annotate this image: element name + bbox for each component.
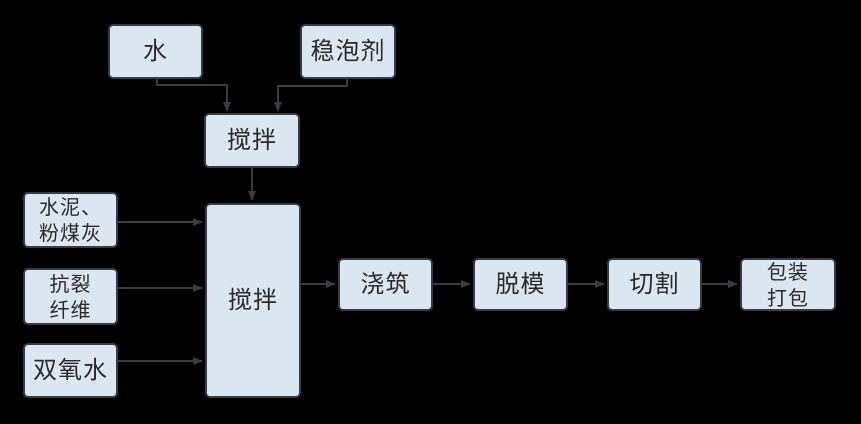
node-demolding: 脱模: [473, 258, 568, 311]
node-label: 水: [143, 36, 168, 65]
node-label: 脱模: [495, 269, 546, 298]
node-label: 抗裂 纤维: [49, 271, 92, 322]
node-packaging: 包装 打包: [740, 258, 836, 311]
node-foam-stabilizer: 稳泡剂: [300, 24, 396, 79]
node-label: 双氧水: [33, 355, 108, 384]
node-label: 稳泡剂: [310, 36, 386, 65]
node-premix: 搅拌: [204, 113, 300, 168]
node-label: 搅拌: [227, 125, 277, 154]
node-cutting: 切割: [607, 258, 702, 311]
node-label: 切割: [629, 269, 680, 298]
node-pouring: 浇筑: [338, 258, 433, 311]
node-label: 浇筑: [360, 269, 411, 298]
node-main-mix: 搅拌: [205, 203, 301, 398]
node-water: 水: [108, 24, 203, 79]
node-anticrack-fiber: 抗裂 纤维: [23, 268, 118, 325]
node-hydrogen-peroxide: 双氧水: [23, 343, 118, 398]
connector-foam-stabilizer-to-premix: [274, 78, 348, 112]
node-label: 包装 打包: [767, 259, 809, 310]
node-label: 搅拌: [228, 285, 278, 314]
node-label: 水泥、 粉煤灰: [39, 195, 102, 245]
node-cement-flyash: 水泥、 粉煤灰: [23, 192, 118, 248]
connector-water-to-premix: [156, 78, 231, 112]
